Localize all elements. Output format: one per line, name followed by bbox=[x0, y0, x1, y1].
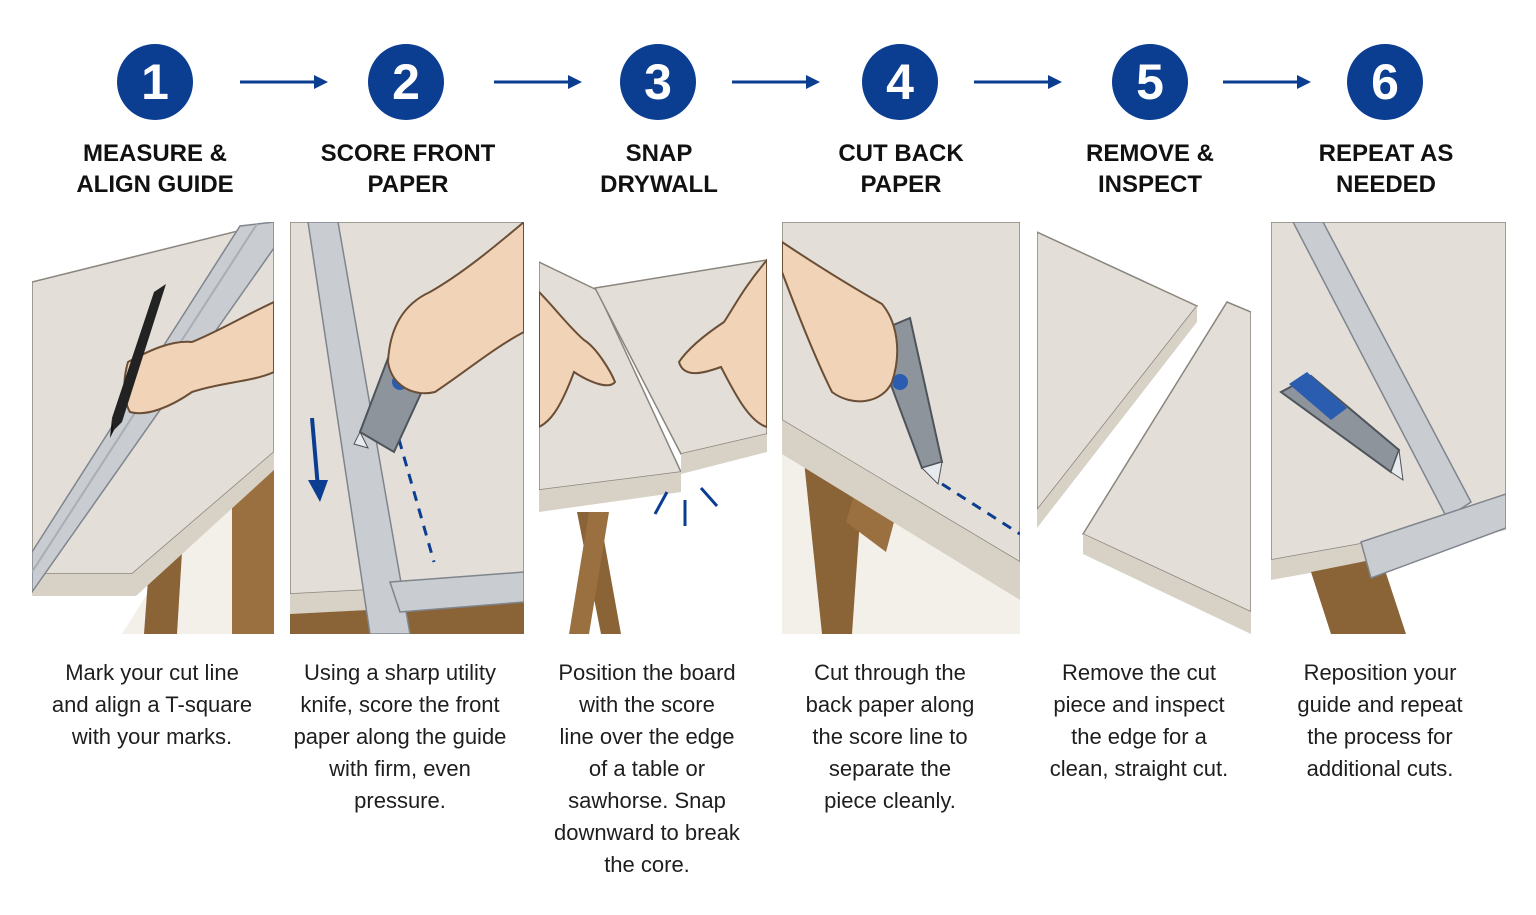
step-6-description: Reposition your guide and repeat the pro… bbox=[1297, 660, 1463, 781]
step-6-number: 6 bbox=[1347, 44, 1423, 120]
step-2-illustration bbox=[290, 222, 524, 634]
arrow-right-icon bbox=[240, 75, 328, 89]
step-1-illustration bbox=[32, 222, 274, 634]
step-5-number: 5 bbox=[1112, 44, 1188, 120]
step-4-illustration bbox=[782, 222, 1020, 634]
step-2-description: Using a sharp utility knife, score the f… bbox=[293, 660, 507, 813]
step-5-illustration bbox=[1037, 222, 1251, 634]
step-3-description: Position the board with the score line o… bbox=[554, 660, 740, 877]
arrow-right-icon bbox=[494, 75, 582, 89]
step-6-illustration bbox=[1271, 222, 1506, 634]
step-4-description: Cut through the back paper along the sco… bbox=[805, 660, 975, 813]
step-4-number: 4 bbox=[862, 44, 938, 120]
step-3-number: 3 bbox=[620, 44, 696, 120]
step-2-number: 2 bbox=[368, 44, 444, 120]
step-3-illustration bbox=[539, 222, 767, 634]
step-1-description: Mark your cut line and align a T-square … bbox=[51, 660, 253, 749]
arrow-right-icon bbox=[1223, 75, 1311, 89]
step-3-title: SNAP DRYWALL bbox=[600, 140, 718, 198]
step-5-title: REMOVE & INSPECT bbox=[1085, 140, 1214, 198]
arrow-right-icon bbox=[974, 75, 1062, 89]
step-5-description: Remove the cut piece and inspect the edg… bbox=[1049, 660, 1229, 781]
step-6-title: REPEAT AS NEEDED bbox=[1318, 140, 1454, 198]
arrow-right-icon bbox=[732, 75, 820, 89]
step-2-title: SCORE FRONT PAPER bbox=[320, 140, 496, 198]
step-1-title: MEASURE & ALIGN GUIDE bbox=[76, 140, 234, 198]
step-4-title: CUT BACK PAPER bbox=[838, 140, 964, 198]
step-1-number: 1 bbox=[117, 44, 193, 120]
